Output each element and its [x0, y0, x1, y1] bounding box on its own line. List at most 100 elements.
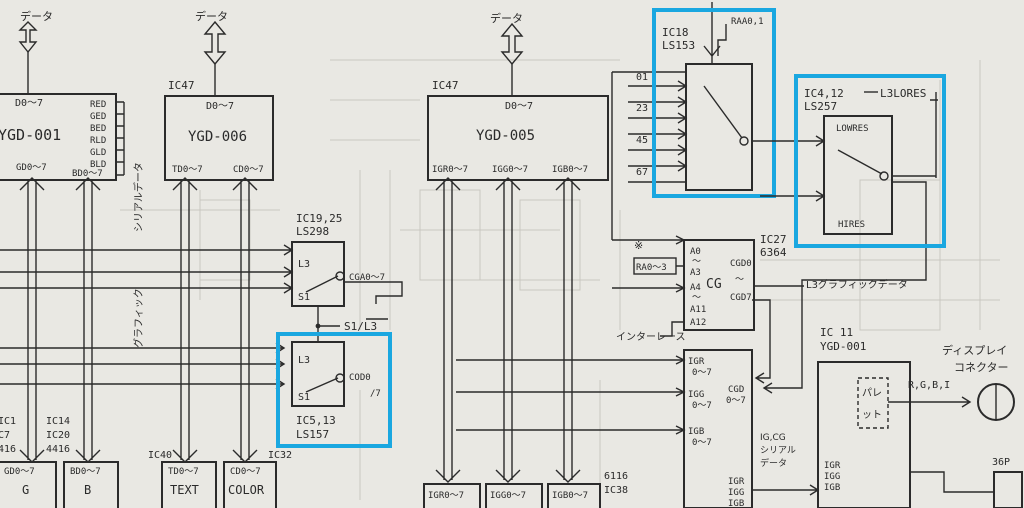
label-palette-1: パレ	[862, 387, 882, 399]
ls257-ic: IC4,12	[804, 87, 844, 100]
label-data-1: データ	[20, 9, 53, 23]
ls157-out-1: COD0	[349, 373, 371, 383]
cg-pin-a4: A4	[690, 283, 701, 293]
ygd001-right-name: YGD-001	[820, 340, 866, 353]
block-ls298: L3 S1 CGA0〜7	[291, 241, 385, 307]
label-igcg-3: データ	[760, 457, 787, 469]
bt-ic32: IC32	[268, 450, 292, 461]
label-asterisk: ※	[634, 239, 643, 252]
igr-igg-r: 0〜7	[692, 401, 712, 411]
label-rgbi: R,G,B,I	[908, 380, 950, 391]
ygd006-d: D0〜7	[206, 101, 234, 112]
ygd006-cd: CD0〜7	[233, 165, 264, 175]
bottom-left-labels: IC1 C7 416 IC14 IC20 4416 GD0〜7 G BD0〜7 …	[0, 416, 119, 508]
ygd001-right-igr: IGR	[824, 461, 841, 471]
out-bed: BED	[90, 124, 106, 134]
label-data-2: データ	[195, 9, 228, 23]
out-ged: GED	[90, 112, 106, 122]
bm-igr: IGR0〜7	[428, 491, 464, 501]
bm-ic38: IC38	[604, 485, 628, 496]
bl-b: B	[84, 483, 91, 497]
ls157-out-2: /7	[370, 389, 381, 399]
bus-arrow-data-1	[18, 21, 38, 54]
igr-cgd: CGD	[728, 385, 744, 395]
label-display-1: ディスプレイ	[942, 343, 1007, 357]
ls153-ic: IC18	[662, 26, 689, 39]
igr-cgd-r: 0〜7	[726, 396, 746, 406]
ls298-ic: IC19,25	[296, 212, 342, 225]
ygd006-td: TD0〜7	[172, 165, 203, 175]
ygd001-left-name: YGD-001	[0, 126, 61, 144]
cg-pin-cgd7: CGD7	[730, 293, 752, 303]
label-l3-graphic-data: L3グラフィックデータ	[806, 278, 908, 291]
ygd005-igb: IGB0〜7	[552, 165, 588, 175]
cg-tilde-3: 〜	[735, 275, 744, 285]
ygd005-ic: IC47	[432, 79, 459, 92]
label-igcg-1: IG,CG	[760, 433, 786, 443]
ygd001-left-gd: GD0〜7	[16, 163, 47, 173]
ygd005-igg: IGG0〜7	[492, 165, 528, 175]
bus-arrow-data-3	[500, 22, 524, 66]
bl-ic20: IC20	[46, 430, 70, 441]
label-igcg-2: シリアル	[760, 446, 796, 456]
cg-part: 6364	[760, 246, 787, 259]
vertical-buses	[19, 177, 581, 483]
bl-ic1c: 416	[0, 444, 16, 455]
wire-color-outputs	[116, 101, 125, 176]
label-data-3: データ	[490, 11, 523, 25]
block-igr: IGR 0〜7 IGG 0〜7 IGB 0〜7 CGD 0〜7 IGR IGG …	[683, 349, 753, 508]
block-ygd006: D0〜7 YGD-006 TD0〜7 CD0〜7	[164, 95, 274, 181]
bl-bd: BD0〜7	[70, 467, 101, 477]
ls153-in-67: 67	[636, 167, 648, 178]
igr-igr: IGR	[688, 357, 705, 367]
bl-ic1b: C7	[0, 430, 10, 441]
out-red: RED	[90, 100, 106, 110]
display-connector-icon	[977, 383, 1015, 421]
bottom-middle: IGR0〜7 IGG0〜7 IGB0〜7 6116 IC38	[423, 471, 628, 508]
bl-4416: 4416	[46, 444, 70, 455]
ls157-ic: IC5,13	[296, 414, 336, 427]
igr-bottom-igb: IGB	[728, 499, 744, 508]
label-graphic: グラフィック	[132, 288, 145, 348]
ls298-out: CGA0〜7	[349, 273, 385, 283]
bm-igb: IGB0〜7	[552, 491, 588, 501]
bm-6116: 6116	[604, 471, 628, 482]
bl-gd: GD0〜7	[4, 467, 35, 477]
ls153-in-45: 45	[636, 135, 648, 146]
bt-color: COLOR	[228, 483, 265, 497]
label-interlace: インターレース	[616, 331, 686, 343]
cg-tilde-2: 〜	[692, 293, 701, 303]
label-display-2: コネクター	[954, 361, 1009, 374]
ygd001-right-igb: IGB	[824, 483, 840, 493]
cg-pin-a11: A11	[690, 305, 706, 315]
cg-pin-cgd0: CGD0	[730, 259, 752, 269]
highlight-ls157	[276, 332, 392, 448]
bt-ic40: IC40	[148, 450, 172, 461]
bt-td: TD0〜7	[168, 467, 199, 477]
wire-ls153-to-ls257	[752, 135, 826, 147]
label-serial-data: シリアルデータ	[132, 162, 145, 232]
ls153-part: LS153	[662, 39, 695, 52]
wire-to-ls298	[0, 244, 294, 294]
out-bld: BLD	[90, 160, 106, 170]
block-ls257: IC4,12 LS257 L3LORES LOWRES HIRES	[760, 87, 938, 394]
bl-ic14: IC14	[46, 416, 70, 427]
out-gld: GLD	[90, 148, 106, 158]
igr-bottom-igr: IGR	[728, 477, 745, 487]
ygd005-igr: IGR0〜7	[432, 165, 468, 175]
bt-text: TEXT	[170, 483, 199, 497]
bus-arrow-data-2	[203, 20, 227, 66]
block-ls157: L3 S1 COD0 /7	[291, 341, 381, 407]
cg-ra: RA0〜3	[636, 263, 667, 273]
cg-pin-a0: A0	[690, 247, 701, 257]
ygd005-d: D0〜7	[505, 101, 533, 112]
ls257-lowres: LOWRES	[836, 124, 869, 134]
background-traces	[120, 59, 1000, 500]
cg-ic: IC27	[760, 233, 787, 246]
out-rld: RLD	[90, 136, 106, 146]
cg-pin-a3: A3	[690, 268, 701, 278]
wire-to-ls157	[0, 342, 286, 390]
ls298-part: LS298	[296, 225, 329, 238]
ls157-part: LS157	[296, 428, 329, 441]
